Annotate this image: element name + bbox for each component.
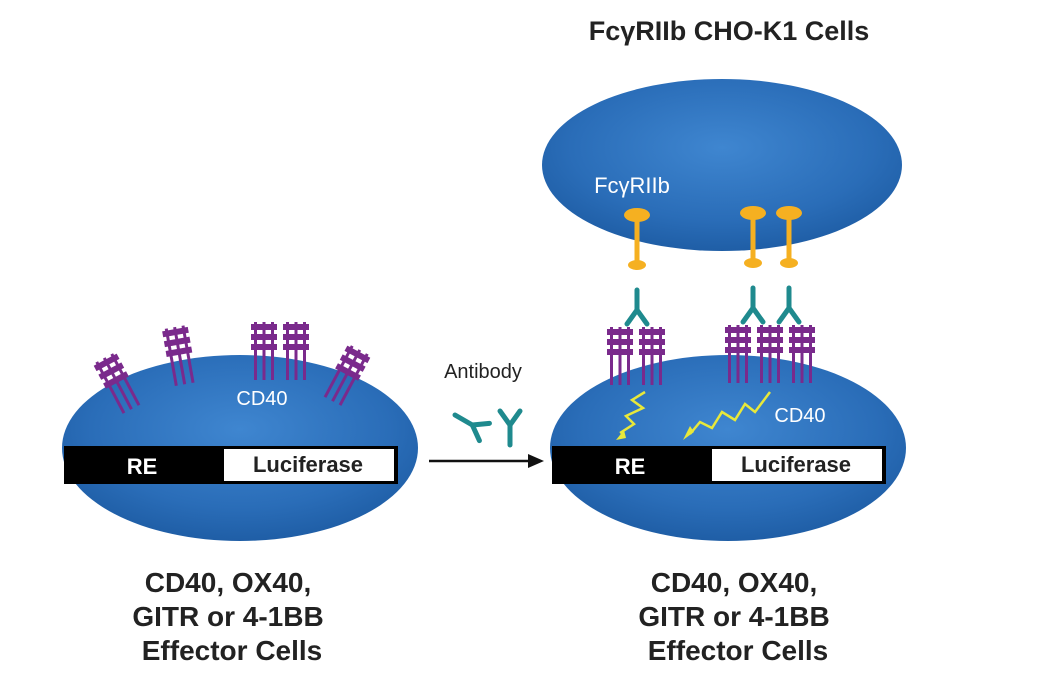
left-re-label: RE — [127, 454, 158, 479]
antibody-icon — [500, 411, 520, 445]
receptor-icon — [725, 325, 751, 383]
receptor-icon — [639, 327, 665, 385]
right-caption-line-2: GITR or 4-1BB — [638, 601, 829, 632]
antibody-icon — [779, 288, 799, 322]
receptor-icon — [283, 322, 309, 380]
left-luciferase-label: Luciferase — [253, 452, 363, 477]
left-caption-line-3: Effector Cells — [142, 635, 323, 666]
receptor-icon — [251, 322, 277, 380]
right-luciferase-label: Luciferase — [741, 452, 851, 477]
left-re-block — [64, 446, 224, 484]
antibody-icon — [450, 406, 489, 440]
signal-icon — [689, 391, 771, 435]
arrow-label: Antibody — [444, 361, 522, 383]
right-caption-line-3: Effector Cells — [648, 635, 829, 666]
cho-k1-cell — [542, 79, 902, 251]
antibody-icon — [627, 290, 647, 324]
left-caption-line-2: GITR or 4-1BB — [132, 601, 323, 632]
right-receptor-label: CD40 — [774, 405, 825, 427]
receptor-icon — [789, 325, 815, 383]
antibody-icon — [743, 288, 763, 322]
signal-icon — [619, 390, 646, 435]
arrow-icon — [429, 454, 544, 468]
left-receptor-label: CD40 — [236, 388, 287, 410]
title: FcγRIIb CHO-K1 Cells — [589, 16, 870, 46]
receptor-icon — [757, 325, 783, 383]
fc-receptor-label: FcγRIIb — [594, 173, 670, 198]
receptor-icon — [607, 327, 633, 385]
right-re-block — [552, 446, 712, 484]
right-caption-line-1: CD40, OX40, — [651, 567, 818, 598]
left-caption-line-1: CD40, OX40, — [145, 567, 312, 598]
right-re-label: RE — [615, 454, 646, 479]
